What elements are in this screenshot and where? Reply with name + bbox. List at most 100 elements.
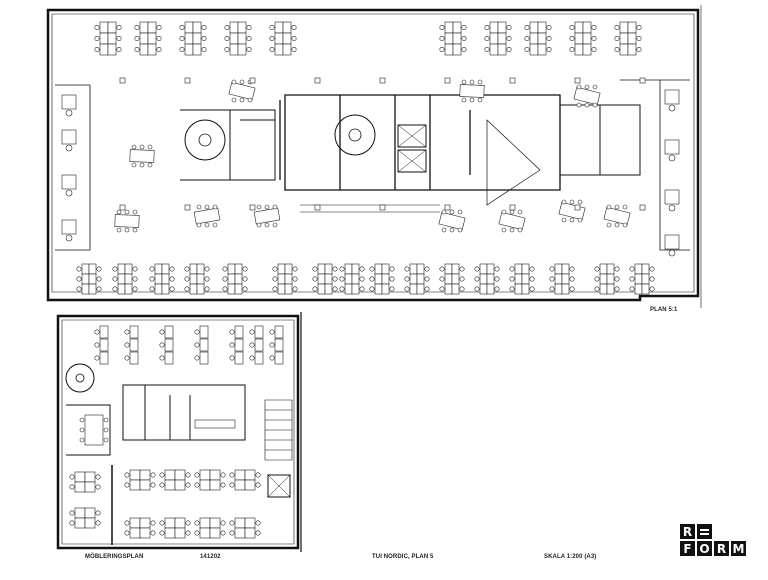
chair — [269, 46, 275, 52]
desk — [529, 32, 539, 45]
desk — [244, 517, 256, 529]
chair — [179, 24, 185, 30]
desk — [81, 273, 90, 285]
chair — [441, 209, 447, 215]
chair — [629, 286, 635, 292]
desk — [189, 273, 198, 285]
chair — [201, 46, 207, 52]
column — [509, 77, 516, 84]
meeting-table — [228, 81, 256, 101]
ramp — [486, 119, 541, 206]
chair — [668, 154, 676, 162]
chair — [116, 24, 122, 30]
chair — [229, 520, 235, 526]
chair — [246, 35, 252, 41]
chair — [494, 286, 500, 292]
desk — [274, 338, 284, 352]
chair — [201, 35, 207, 41]
chair — [169, 276, 175, 282]
spiral-stair-1 — [334, 114, 376, 156]
chair — [224, 24, 230, 30]
chair — [404, 276, 410, 282]
desk — [641, 283, 650, 295]
chair — [614, 276, 620, 282]
desk — [479, 283, 488, 295]
left-side-rooms — [55, 79, 690, 251]
chair — [229, 355, 235, 361]
chair — [424, 286, 430, 292]
desk — [154, 263, 163, 275]
desk — [381, 263, 390, 275]
chair — [69, 520, 75, 526]
chair — [79, 417, 85, 423]
chair — [622, 204, 628, 210]
chair — [132, 276, 138, 282]
chair — [149, 266, 155, 272]
lounge-table — [664, 234, 680, 250]
chair — [389, 286, 395, 292]
desk — [234, 517, 246, 529]
chair — [668, 249, 676, 257]
desk — [619, 21, 629, 34]
chair — [529, 276, 535, 282]
chair — [159, 329, 165, 335]
chair — [269, 35, 275, 41]
column — [639, 77, 646, 84]
chair — [256, 204, 262, 210]
meeting-table — [253, 207, 281, 225]
desk — [147, 32, 157, 45]
chair — [517, 227, 523, 233]
chair — [95, 520, 101, 526]
desk — [192, 43, 202, 56]
chair — [134, 24, 140, 30]
chair — [484, 35, 490, 41]
chair — [264, 204, 270, 210]
desk — [554, 283, 563, 295]
desk — [84, 507, 96, 519]
chair — [474, 286, 480, 292]
chair — [404, 286, 410, 292]
chair — [292, 286, 298, 292]
chair — [124, 342, 130, 348]
desk — [199, 469, 211, 481]
meeting-table — [194, 419, 236, 429]
column — [444, 77, 451, 84]
chair — [124, 472, 130, 478]
chair — [194, 342, 200, 348]
chair — [69, 484, 75, 490]
chair — [204, 222, 210, 228]
desk — [514, 273, 523, 285]
chair — [103, 427, 109, 433]
chair — [150, 520, 156, 526]
chair — [124, 482, 130, 488]
chair — [229, 472, 235, 478]
desk — [582, 32, 592, 45]
desk — [184, 43, 194, 56]
chair — [614, 46, 620, 52]
chair — [312, 276, 318, 282]
chair — [469, 97, 475, 103]
chair — [196, 222, 202, 228]
desk — [254, 338, 264, 352]
chair — [131, 144, 137, 150]
desk — [537, 32, 547, 45]
desk — [497, 21, 507, 34]
desk — [619, 43, 629, 56]
desk — [599, 273, 608, 285]
desk — [641, 263, 650, 275]
chair — [65, 189, 73, 197]
desk — [451, 263, 460, 275]
desk — [489, 32, 499, 45]
desk — [234, 479, 246, 491]
desk — [274, 21, 284, 34]
chair — [116, 46, 122, 52]
chair — [185, 530, 191, 536]
chair — [359, 276, 365, 282]
desk — [606, 273, 615, 285]
desk — [147, 21, 157, 34]
desk — [374, 263, 383, 275]
desk — [189, 263, 198, 275]
chair — [649, 266, 655, 272]
chair — [94, 355, 100, 361]
desk — [274, 43, 284, 56]
